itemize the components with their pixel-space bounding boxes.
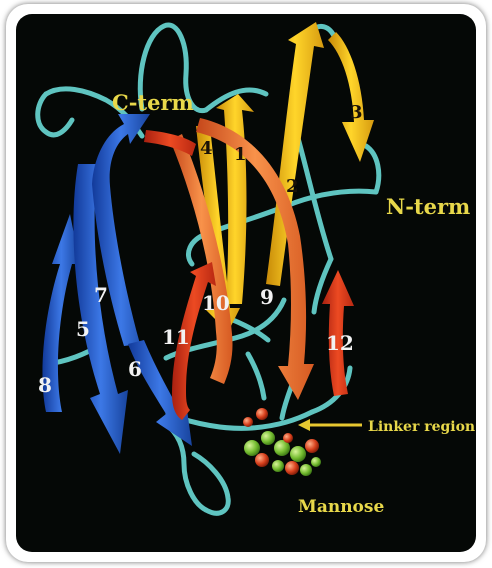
strand-label-12: 12 xyxy=(326,331,354,355)
n-term-label: N-term xyxy=(386,194,470,219)
strand-label-4: 4 xyxy=(200,138,213,159)
strand-label-3: 3 xyxy=(350,102,363,123)
strand-label-9: 9 xyxy=(260,285,274,309)
ribbon-diagram: 1 2 3 4 5 6 7 8 9 10 11 12 C-term N-term… xyxy=(16,14,476,552)
strand-label-10: 10 xyxy=(202,291,230,315)
mannose-label: Mannose xyxy=(298,497,384,517)
linker-region-label: Linker region xyxy=(368,419,475,435)
c-term-label: C-term xyxy=(112,90,194,115)
strand-label-2: 2 xyxy=(286,176,299,197)
protein-structure-panel: 1 2 3 4 5 6 7 8 9 10 11 12 C-term N-term… xyxy=(16,14,476,552)
strand-label-8: 8 xyxy=(38,373,52,397)
strand-3 xyxy=(328,32,374,162)
blue-strands xyxy=(42,114,192,454)
strand-9-tail xyxy=(144,130,196,156)
strand-label-6: 6 xyxy=(128,357,142,381)
strand-label-5: 5 xyxy=(76,317,90,341)
linker-arrow xyxy=(298,419,362,431)
image-frame: 1 2 3 4 5 6 7 8 9 10 11 12 C-term N-term… xyxy=(6,4,486,562)
strand-label-11: 11 xyxy=(162,325,190,349)
strand-label-7: 7 xyxy=(94,283,108,307)
strand-label-1: 1 xyxy=(234,144,247,165)
orange-strands xyxy=(144,118,354,420)
